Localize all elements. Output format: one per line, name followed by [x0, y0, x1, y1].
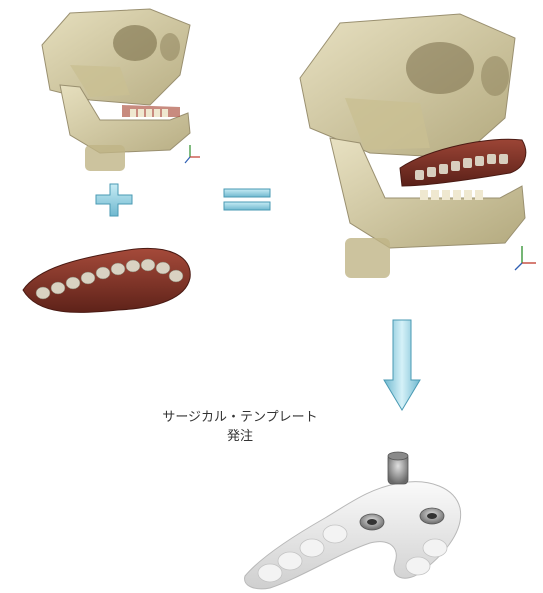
surgical-template-render — [240, 448, 480, 593]
dental-arch-scan — [18, 238, 198, 320]
caption-line-2: 発注 — [140, 427, 340, 446]
skull-ct-scan-small — [30, 5, 210, 175]
equals-icon — [222, 187, 272, 213]
plus-icon — [94, 182, 134, 218]
caption-surgical-template-order: サージカル・テンプレート 発注 — [140, 408, 340, 446]
skull-with-dental-scan-merged — [290, 8, 540, 288]
caption-line-1: サージカル・テンプレート — [140, 408, 340, 427]
arrow-down-icon — [382, 318, 422, 413]
